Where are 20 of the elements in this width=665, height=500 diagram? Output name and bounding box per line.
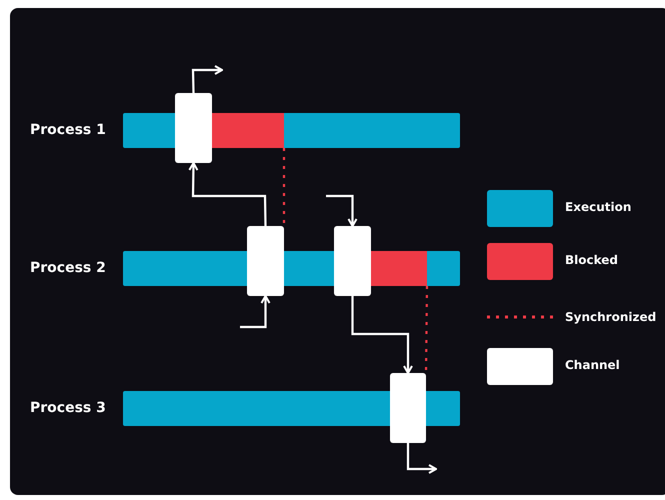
channel-box (175, 93, 212, 163)
process-label: Process 1 (30, 121, 106, 140)
legend-label: Execution (565, 200, 632, 214)
arrow (188, 162, 267, 226)
arrow (406, 443, 437, 474)
legend-label: Synchronized (565, 310, 656, 324)
channel-box (390, 373, 426, 443)
process-label: Process 3 (30, 399, 106, 418)
arrow (351, 296, 413, 374)
arrow (240, 295, 270, 328)
legend-label: Channel (565, 358, 620, 372)
arrow (326, 194, 358, 227)
blocked-segment (371, 251, 427, 286)
channel-box (247, 226, 284, 296)
channel-box (334, 226, 371, 296)
blocked-segment (212, 113, 284, 148)
arrow (192, 65, 223, 94)
legend-label: Blocked (565, 253, 618, 267)
sync-line (282, 148, 286, 226)
process-label: Process 2 (30, 259, 106, 278)
